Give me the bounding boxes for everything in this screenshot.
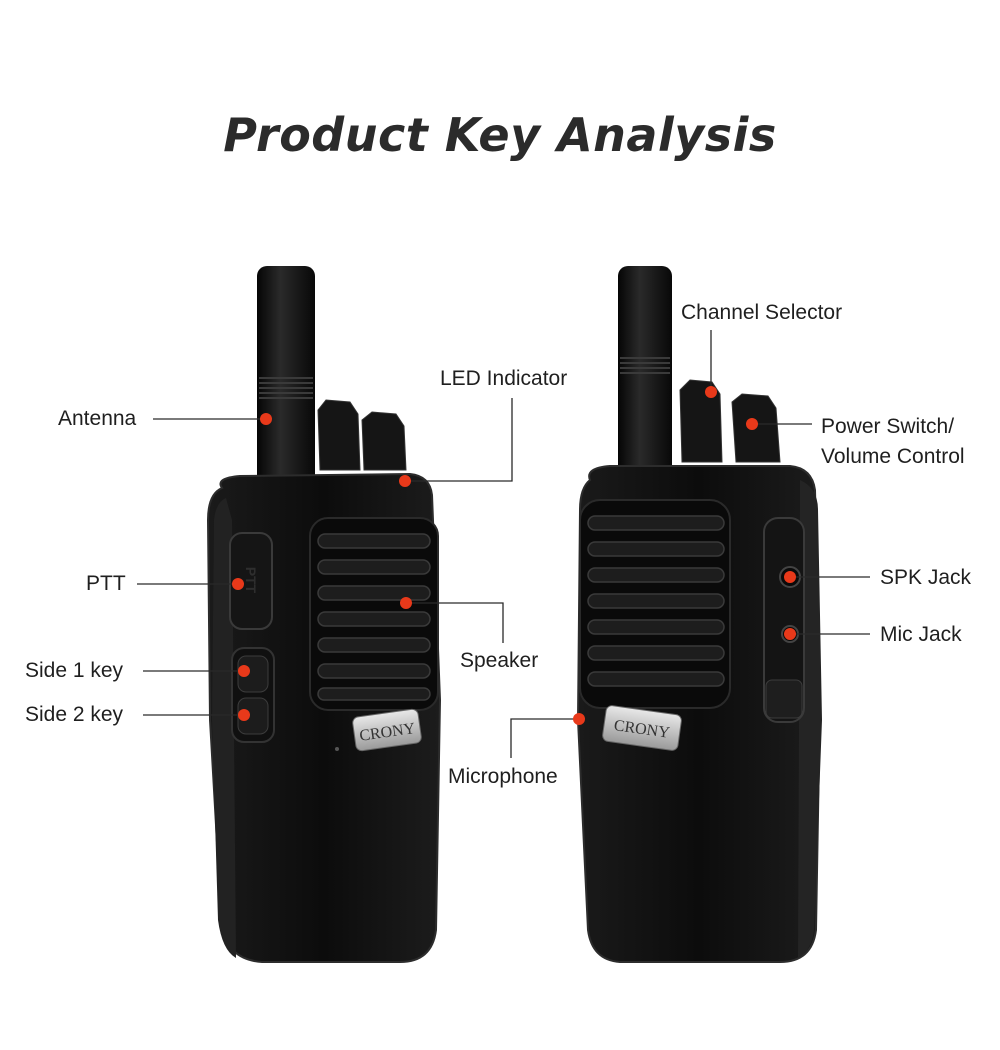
right-grille-slots (587, 515, 725, 687)
left-knob-2 (361, 411, 407, 471)
power-dot (746, 418, 758, 430)
label-channel-selector: Channel Selector (681, 301, 843, 324)
mic-dot (784, 628, 796, 640)
label-side-1-key: Side 1 key (25, 659, 124, 682)
microphone-leader (510, 718, 578, 758)
right-antenna (618, 266, 672, 476)
left-radio: CRONY PTT (206, 266, 442, 963)
right-brand-badge (602, 705, 682, 751)
led-leader (406, 398, 513, 482)
side2-dot (238, 709, 250, 721)
left-antenna (257, 266, 315, 486)
label-mic-jack: Mic Jack (880, 623, 962, 646)
label-speaker: Speaker (460, 649, 539, 672)
page-title: Product Key Analysis (223, 108, 777, 162)
speaker-leader (406, 602, 504, 643)
left-ptt-mark: PTT (243, 567, 259, 594)
left-ptt-button (229, 532, 273, 630)
left-knob-1 (317, 399, 361, 471)
speaker-dot (400, 597, 412, 609)
label-power-switch: Power Switch/ (821, 415, 955, 438)
label-led-indicator: LED Indicator (440, 367, 568, 390)
marker-dots (232, 386, 796, 725)
left-grille-slots (317, 533, 431, 701)
microphone-dot (573, 713, 585, 725)
callout-lines (137, 330, 870, 758)
right-radio: CRONY (576, 266, 822, 963)
ptt-dot (232, 578, 244, 590)
led-dot (399, 475, 411, 487)
label-spk-jack: SPK Jack (880, 566, 972, 589)
antenna-dot (260, 413, 272, 425)
label-microphone: Microphone (448, 765, 558, 788)
spk-dot (784, 571, 796, 583)
left-mic-hole (335, 747, 339, 751)
left-antenna-rings (259, 377, 313, 399)
left-side-2-key (237, 697, 269, 735)
label-volume-control: Volume Control (821, 445, 965, 468)
side1-dot (238, 665, 250, 677)
channel-dot (705, 386, 717, 398)
label-ptt: PTT (86, 572, 126, 595)
right-knob-1 (679, 379, 723, 463)
left-brand-badge (352, 708, 422, 752)
left-side-1-key (237, 655, 269, 693)
right-jack-latch (765, 679, 803, 719)
right-antenna-rings (620, 357, 670, 374)
label-side-2-key: Side 2 key (25, 703, 124, 726)
label-antenna: Antenna (58, 407, 137, 430)
